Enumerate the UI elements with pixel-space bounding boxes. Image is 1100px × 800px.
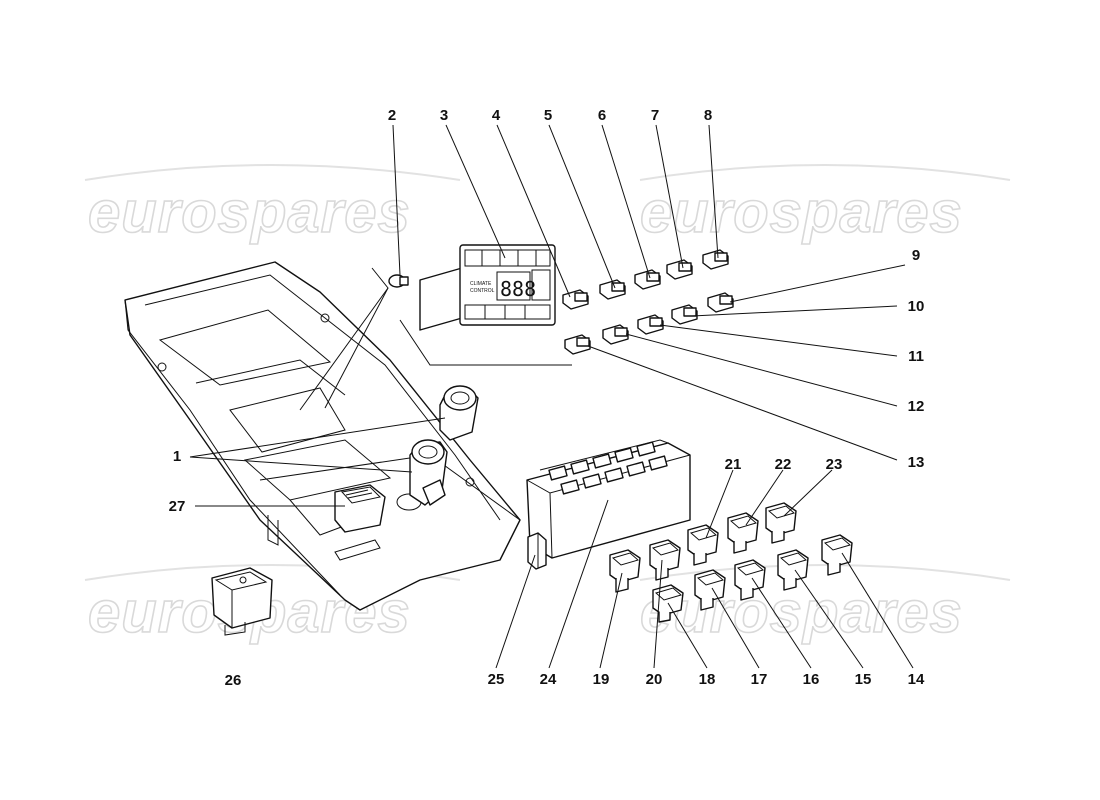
button-13 — [564, 334, 591, 355]
watermark-top-left: eurospares — [88, 180, 411, 245]
button-8 — [702, 249, 729, 270]
callout-27: 27 — [169, 498, 186, 515]
rocker-switch-17 — [694, 569, 726, 611]
callout-11: 11 — [908, 348, 924, 365]
rocker-switch-22 — [727, 512, 759, 554]
rocker-switch-23 — [765, 502, 797, 544]
button-5 — [599, 279, 626, 300]
callout-8: 8 — [704, 107, 712, 124]
callout-labels: 2 3 4 5 6 7 8 9 10 11 12 13 1 27 21 22 2… — [169, 107, 925, 689]
callout-16: 16 — [803, 671, 820, 688]
callout-24: 24 — [540, 671, 557, 688]
callout-6: 6 — [598, 107, 606, 124]
button-6 — [634, 269, 661, 290]
callout-12: 12 — [908, 398, 925, 415]
climate-label-line1: CLIMATE — [470, 281, 492, 287]
callout-23: 23 — [826, 456, 843, 473]
rocker-switch-14 — [821, 534, 853, 576]
watermark-top-right: eurospares — [640, 180, 963, 245]
climate-control-panel: 888 CLIMATE CONTROL — [419, 244, 556, 331]
climate-label-line2: CONTROL — [470, 288, 495, 294]
callout-4: 4 — [492, 107, 501, 124]
button-11 — [637, 314, 664, 335]
rocker-switch-18 — [652, 584, 684, 623]
switch-26 — [211, 567, 273, 636]
callout-10: 10 — [908, 298, 925, 315]
button-10 — [671, 304, 698, 325]
callout-1: 1 — [173, 448, 181, 465]
rocker-switch-19 — [609, 549, 641, 593]
callout-2: 2 — [388, 107, 396, 124]
rocker-switch-20 — [649, 539, 681, 581]
switch-27 — [334, 484, 386, 533]
switch-25 — [527, 532, 547, 570]
switch-panel-24 — [526, 439, 691, 559]
callout-18: 18 — [699, 671, 716, 688]
cigarette-lighter-lower — [409, 439, 448, 506]
callout-14: 14 — [908, 671, 925, 688]
rocker-switch-21 — [687, 524, 719, 566]
callout-17: 17 — [751, 671, 768, 688]
callout-5: 5 — [544, 107, 552, 124]
callout-22: 22 — [775, 456, 792, 473]
callout-9: 9 — [912, 247, 920, 264]
callout-21: 21 — [725, 456, 742, 473]
cigarette-lighter-upper — [439, 385, 479, 441]
button-4 — [562, 289, 589, 310]
callout-26: 26 — [225, 672, 242, 689]
callout-15: 15 — [855, 671, 872, 688]
callout-20: 20 — [646, 671, 663, 688]
climate-display-value: 888 — [500, 277, 536, 301]
bulb-2 — [299, 267, 572, 411]
callout-7: 7 — [651, 107, 659, 124]
watermark-bottom-right: eurospares — [640, 580, 963, 645]
rocker-switch-16 — [734, 559, 766, 601]
button-12 — [602, 324, 629, 345]
button-7 — [666, 259, 693, 280]
callout-13: 13 — [908, 454, 925, 471]
callout-25: 25 — [488, 671, 505, 688]
button-9 — [707, 292, 734, 313]
callout-19: 19 — [593, 671, 610, 688]
leader-lines — [189, 124, 914, 669]
callout-3: 3 — [440, 107, 448, 124]
rocker-switch-15 — [777, 549, 809, 591]
